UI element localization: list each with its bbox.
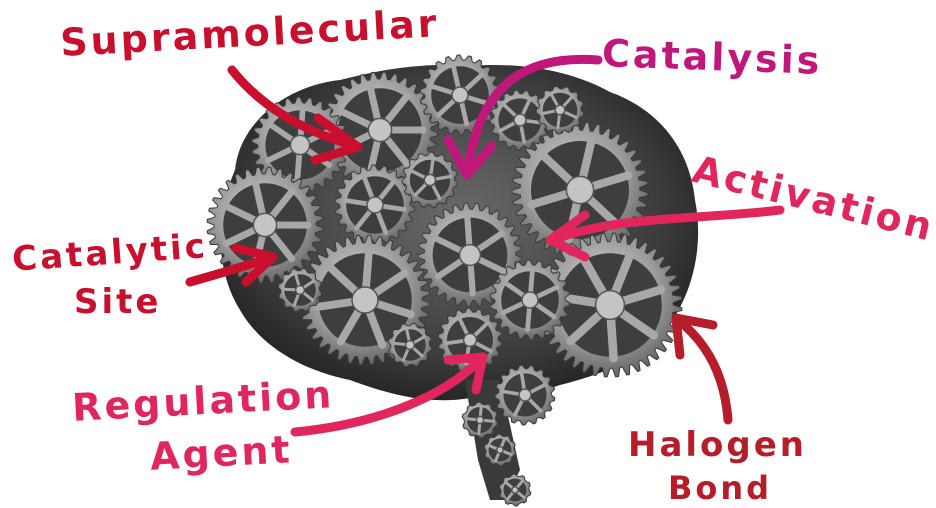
label-catalytic-site-line2: Site	[74, 285, 161, 319]
label-halogen-bond-line2: Bond	[668, 472, 772, 504]
gear	[278, 268, 322, 312]
label-halogen-bond-line1: Halogen	[628, 428, 807, 462]
label-regulation-agent-line2: Agent	[149, 430, 293, 475]
gear	[388, 323, 432, 367]
label-catalysis: Catalysis	[601, 34, 823, 80]
halogen-bond-arrow	[678, 320, 728, 420]
gear	[499, 474, 531, 506]
